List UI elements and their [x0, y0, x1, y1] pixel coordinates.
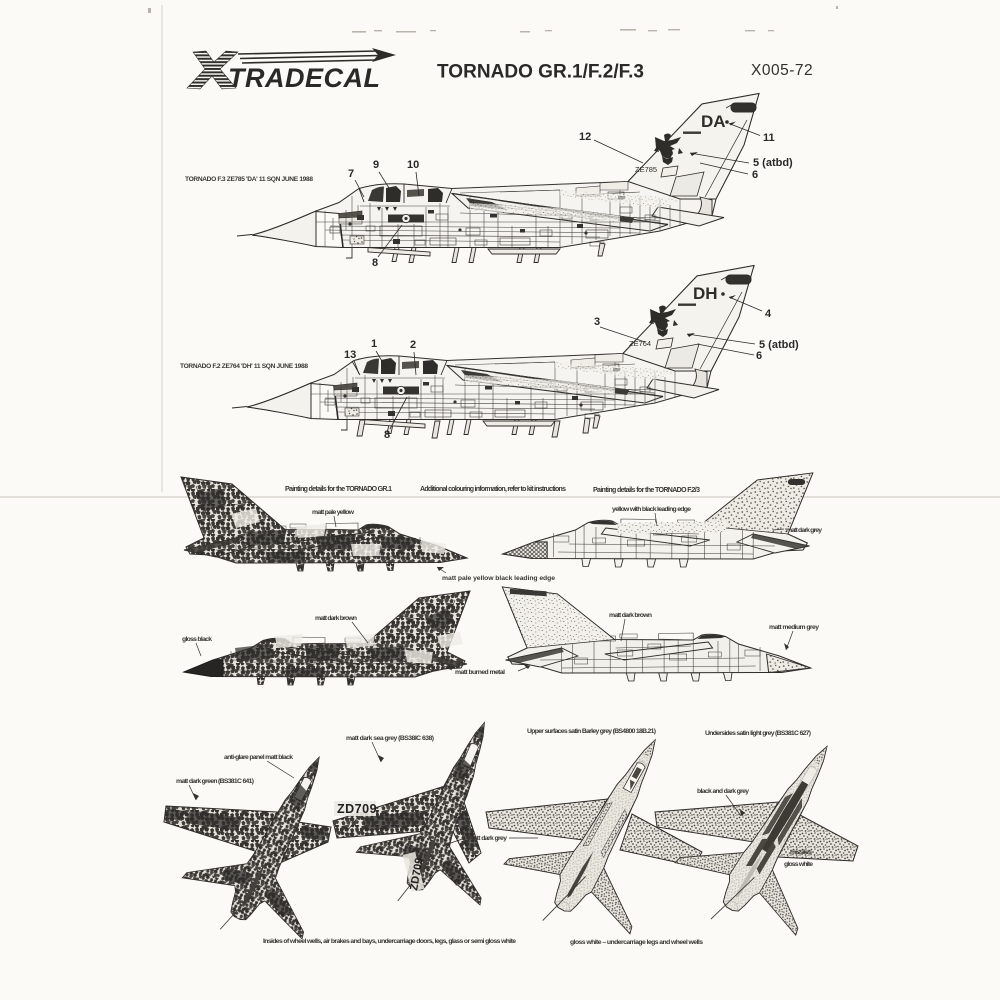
svg-text:matt dark grey: matt dark grey: [468, 835, 507, 842]
svg-text:8: 8: [372, 257, 378, 269]
svg-text:5 (atbd): 5 (atbd): [753, 157, 793, 169]
svg-text:matt pale yellow: matt pale yellow: [312, 509, 355, 516]
svg-text:matt dark brown: matt dark brown: [609, 612, 652, 619]
svg-text:DH: DH: [693, 284, 718, 303]
svg-text:TORNADO GR.1/F.2/F.3: TORNADO GR.1/F.2/F.3: [437, 62, 644, 83]
svg-text:ZD709: ZD709: [337, 802, 377, 816]
svg-text:ZE785: ZE785: [635, 165, 657, 174]
svg-text:12: 12: [579, 131, 591, 143]
svg-text:Upper surfaces satin Barley gr: Upper surfaces satin Barley grey (BS4800…: [527, 728, 656, 735]
svg-text:TORNADO F.3 ZE785 'DA' 11 S: TORNADO F.3 ZE785 'DA' 11 SQN JUNE 1988: [185, 176, 313, 183]
svg-text:yellow with black leading edge: yellow with black leading edge: [612, 506, 691, 513]
svg-text:matt dark green (BS381C 641): matt dark green (BS381C 641): [176, 778, 254, 785]
svg-text:black and dark grey: black and dark grey: [697, 788, 749, 795]
svg-text:ZD709: ZD709: [408, 857, 426, 892]
svg-text:DA: DA: [701, 112, 726, 131]
svg-text:X005-72: X005-72: [751, 62, 813, 79]
svg-text:Additional colouring informati: Additional colouring information, refer …: [420, 486, 566, 493]
svg-text:ZE764: ZE764: [629, 339, 651, 348]
svg-text:3: 3: [594, 316, 600, 328]
svg-text:Insides of wheel wells, air br: Insides of wheel wells, air brakes and b…: [263, 938, 516, 945]
svg-text:6: 6: [752, 169, 758, 181]
svg-text:gloss white: gloss white: [784, 861, 813, 868]
svg-text:missiles: missiles: [790, 849, 812, 856]
svg-text:8: 8: [384, 429, 390, 441]
svg-text:Painting details for the TORNA: Painting details for the TORNADO GR.1: [285, 486, 392, 493]
svg-text:4: 4: [765, 308, 772, 320]
svg-text:6: 6: [756, 350, 762, 362]
svg-text:Painting details for the TORNA: Painting details for the TORNADO F.2/3: [593, 487, 700, 494]
svg-text:1: 1: [371, 338, 377, 350]
svg-text:matt medium grey: matt medium grey: [769, 624, 819, 631]
svg-text:Undersides satin light grey (B: Undersides satin light grey (BS381C 627): [705, 730, 811, 737]
svg-text:2: 2: [410, 339, 416, 351]
svg-text:matt dark brown: matt dark brown: [315, 615, 357, 622]
svg-text:matt pale yellow black leading: matt pale yellow black leading edge: [442, 575, 555, 582]
svg-text:10: 10: [407, 159, 419, 171]
svg-text:7: 7: [348, 168, 354, 180]
svg-text:TORNADO F.2 ZE764 'DH' 11 S: TORNADO F.2 ZE764 'DH' 11 SQN JUNE 1988: [180, 363, 308, 370]
svg-text:matt burned metal: matt burned metal: [455, 669, 505, 676]
svg-text:anti-glare panel matt black: anti-glare panel matt black: [224, 754, 293, 761]
svg-text:9: 9: [373, 159, 379, 171]
svg-text:gloss white – undercarriage le: gloss white – undercarriage legs and whe…: [570, 939, 703, 946]
svg-text:11: 11: [763, 132, 775, 144]
svg-text:13: 13: [344, 349, 356, 361]
svg-text:gloss black: gloss black: [182, 636, 212, 643]
svg-text:TRADECAL: TRADECAL: [228, 63, 380, 93]
svg-text:matt dark grey: matt dark grey: [786, 527, 822, 534]
svg-text:matt dark sea grey (BS38IC 638: matt dark sea grey (BS38IC 638): [346, 735, 434, 742]
svg-text:5 (atbd): 5 (atbd): [759, 339, 799, 351]
